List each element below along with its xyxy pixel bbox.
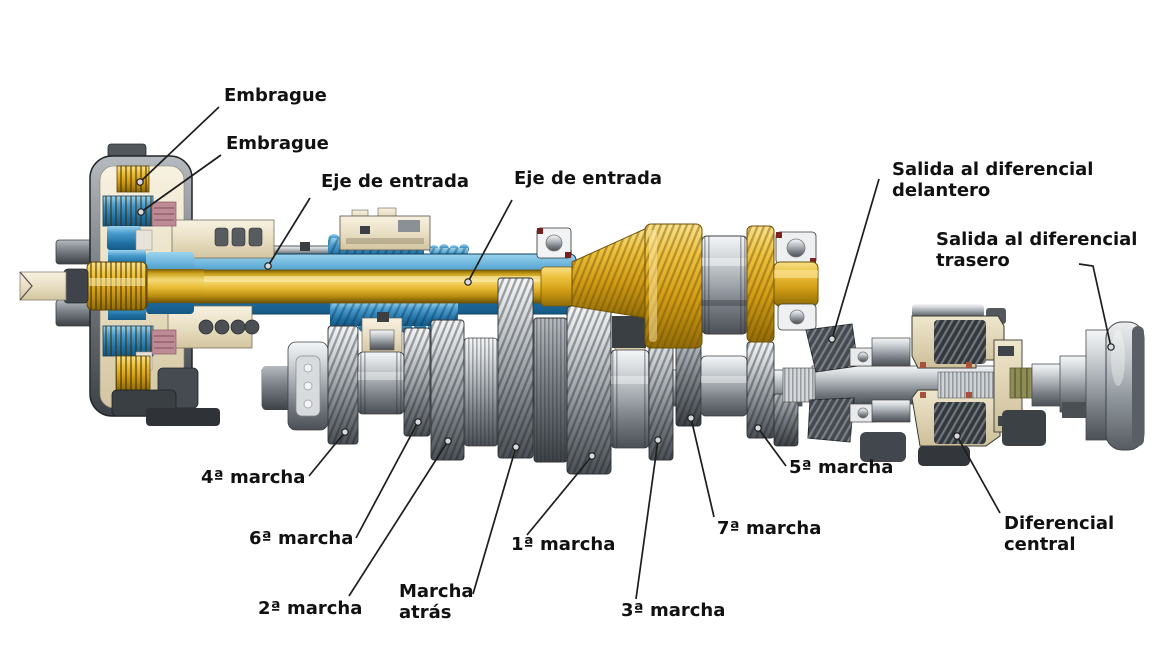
clutch-pack-blue-top [102, 195, 154, 227]
dark-synchro [533, 317, 568, 463]
leader-eje-entrada-1 [267, 197, 311, 267]
gold-gear-large [644, 223, 703, 349]
gold-drum [773, 261, 819, 307]
leader-salida-trasero [1078, 263, 1112, 348]
leader-marcha-5 [757, 427, 787, 467]
label-3a-marcha: 3ª marcha [621, 600, 726, 621]
front-output-bevel-gear [805, 323, 859, 443]
gear-3a [648, 323, 674, 461]
leader-marcha-atras [472, 446, 517, 595]
clutch-assembly [19, 143, 275, 426]
small-output-gear [773, 393, 799, 447]
label-salida-diferencial-trasero: Salida al diferencial trasero [936, 229, 1138, 271]
gear-reverse [497, 277, 534, 459]
label-5a-marcha: 5ª marcha [789, 457, 894, 478]
input-stub [19, 271, 67, 301]
gear-7a [675, 343, 702, 427]
central-differential-assembly [782, 304, 1145, 466]
leader-marcha-3 [635, 439, 659, 600]
label-6a-marcha: 6ª marcha [249, 528, 354, 549]
shift-mechanism [339, 207, 431, 251]
input-shafts [133, 207, 577, 333]
housing-panel-upper [171, 219, 275, 259]
reverse-drum [463, 337, 499, 447]
diff-housing-lower [911, 389, 1001, 447]
gold-splined-hub [86, 261, 148, 311]
spring-top [135, 201, 177, 251]
leader-marcha-2 [348, 440, 449, 597]
leader-diferencial-central [956, 435, 1001, 514]
label-7a-marcha: 7ª marcha [717, 518, 822, 539]
splined-coupling [782, 367, 816, 403]
gear-2a [430, 319, 465, 461]
gear-5a [746, 341, 775, 439]
leader-dots [136, 178, 1115, 460]
gear-4a [327, 325, 359, 445]
leader-marcha-6 [355, 421, 419, 539]
housing-panel-lower [167, 305, 260, 349]
label-embrague-1: Embrague [224, 85, 327, 106]
bearing-ring [287, 341, 329, 431]
label-4a-marcha: 4ª marcha [201, 467, 306, 488]
leader-marcha-1 [526, 455, 593, 536]
leader-eje-entrada-2 [467, 199, 513, 283]
label-salida-diferencial-delantero: Salida al diferencial delantero [892, 159, 1094, 201]
label-eje-de-entrada-1: Eje de entrada [321, 171, 469, 192]
gear-1a [566, 305, 612, 475]
label-marcha-atras: Marcha atrás [399, 581, 474, 623]
silver-hub [701, 235, 748, 335]
leader-lines [136, 106, 1115, 600]
synchro-hub-1 [357, 312, 405, 415]
rear-output-flange [1085, 321, 1145, 451]
leader-marcha-7 [690, 417, 715, 518]
label-eje-de-entrada-2: Eje de entrada [514, 168, 662, 189]
leader-embrague-2 [140, 154, 222, 213]
diff-housing-upper [911, 315, 1005, 369]
bearing-bottom [777, 303, 817, 331]
label-embrague-2: Embrague [226, 133, 329, 154]
bearing-top [775, 231, 817, 265]
coil-spring [1009, 367, 1033, 399]
shaft-collar [700, 355, 748, 417]
label-1a-marcha: 1ª marcha [511, 534, 616, 555]
clutch-pack-blue-bottom [102, 325, 154, 357]
bearing-block [536, 227, 572, 259]
clutch-pack-gold-bottom [115, 355, 151, 391]
gold-gear-cluster [571, 223, 819, 349]
label-2a-marcha: 2ª marcha [258, 598, 363, 619]
shaft-collar-left [63, 268, 89, 304]
leader-salida-delantero [831, 178, 880, 340]
leader-marcha-4 [308, 431, 346, 477]
gear-6a [403, 327, 431, 437]
leader-embrague-1 [139, 106, 220, 183]
gold-gear-small [746, 225, 775, 343]
countershaft-gear-train [261, 277, 803, 475]
label-diferencial-central: Diferencial central [1004, 513, 1115, 555]
